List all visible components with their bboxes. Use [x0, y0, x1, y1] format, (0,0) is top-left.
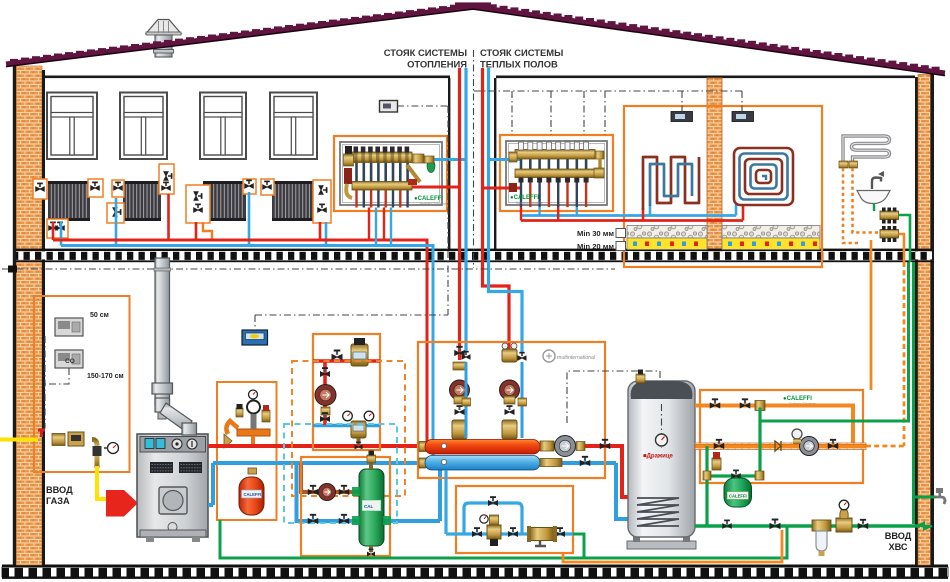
svg-text:■Дражице: ■Дражице	[643, 454, 674, 460]
svg-text:multinternational: multinternational	[557, 355, 596, 361]
svg-text:●CALEFFI: ●CALEFFI	[414, 196, 443, 202]
svg-text:СТОЯК СИСТЕМЫ: СТОЯК СИСТЕМЫ	[384, 47, 467, 58]
svg-text:Hydronic Solutions: Hydronic Solutions	[420, 202, 447, 206]
svg-text:CAL: CAL	[364, 504, 373, 509]
svg-text:ВВОД: ВВОД	[885, 531, 912, 541]
svg-text:●CALEFFI: ●CALEFFI	[783, 396, 812, 402]
svg-text:ВВОД: ВВОД	[46, 485, 73, 495]
svg-text:CO: CO	[65, 358, 75, 365]
svg-text:Min 30 мм: Min 30 мм	[577, 229, 614, 238]
svg-text:СТОЯК СИСТЕМЫ: СТОЯК СИСТЕМЫ	[480, 47, 563, 58]
svg-text:Hydronic Solutions: Hydronic Solutions	[516, 201, 543, 205]
svg-text:150-170 см: 150-170 см	[87, 373, 124, 380]
svg-text:ГАЗА: ГАЗА	[46, 496, 70, 506]
svg-text:ХВС: ХВС	[888, 542, 907, 552]
svg-text:CALEFFI: CALEFFI	[729, 494, 747, 499]
svg-text:●CALEFFI: ●CALEFFI	[510, 195, 539, 201]
svg-text:Min 20 мм: Min 20 мм	[577, 242, 614, 251]
svg-text:CALEFFI: CALEFFI	[244, 492, 262, 497]
svg-text:ТЕПЛЫХ ПОЛОВ: ТЕПЛЫХ ПОЛОВ	[480, 59, 558, 70]
svg-text:ОТОПЛЕНИЯ: ОТОПЛЕНИЯ	[407, 59, 467, 70]
svg-text:50 см: 50 см	[90, 312, 109, 319]
